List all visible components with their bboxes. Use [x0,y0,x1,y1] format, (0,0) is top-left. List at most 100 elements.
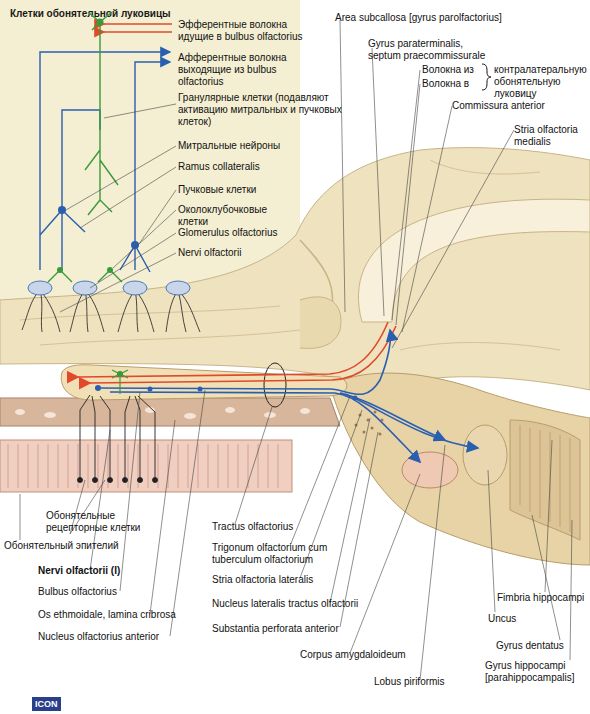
anatomy-label: Волокна из [422,64,482,76]
drawing-part [532,515,560,640]
drawing-part [0,398,340,426]
drawing-part [166,290,200,332]
drawing-part [104,23,172,24]
drawing-part [118,372,123,377]
drawing-part [374,411,377,414]
drawing-part [80,395,155,480]
drawing-part [112,370,128,394]
drawing-part [135,62,170,245]
drawing-part [95,330,391,394]
temporal-lobe [330,373,590,565]
drawing-part [139,190,176,244]
anatomy-label: Эфферентные волокна идущие в bulbus olfa… [178,19,318,43]
drawing-part [0,148,590,396]
drawing-part [372,48,384,316]
drawing-part [340,393,445,440]
drawing-part [58,206,66,214]
ethmoid-bone [0,398,340,492]
drawing-part [402,452,458,488]
drawing-part [15,407,310,419]
drawing-part [396,84,420,325]
anatomy-label: Ramus collateralis [178,161,298,173]
drawing-part [80,167,176,228]
drawing-part [225,407,235,413]
publisher-logo: ICON [32,697,61,711]
drawing-part [90,233,176,288]
anatomy-label: Волокна в [422,78,482,90]
drawing-part [58,206,139,249]
anatomy-label: Stria olfactoria lateralis [212,574,362,586]
olfactory-bulb-tract [61,363,347,407]
drawing-part [430,160,540,174]
drawing-part [570,520,572,660]
drawing-part [28,281,52,295]
anatomy-label: Обонятельные рецепторные клетки [46,510,146,534]
leader-lines [20,20,572,680]
drawing-part [353,396,358,401]
drawing-part [150,420,175,614]
anatomy-label: Пучковые клетки [178,184,298,196]
drawing-part [330,373,590,565]
receptor-cells [78,395,158,483]
drawing-part [57,267,113,273]
anatomy-label: Commissura anterior [452,100,582,112]
drawing-part [363,431,366,434]
drawing-part [95,385,358,401]
drawing-part [300,297,341,349]
anatomy-label: Митральные нейроны [178,140,298,152]
drawing-part [93,478,98,483]
drawing-part [78,478,83,483]
drawing-part [73,281,97,295]
drawing-part [66,146,176,210]
drawing-part [8,444,278,488]
afferent-fibers [95,330,478,462]
drawing-part [70,290,104,332]
drawing-part [184,413,196,419]
drawing-part [545,440,552,592]
drawing-part [123,478,128,483]
drawing-part [350,474,420,653]
drawing-part [264,363,286,407]
drawing-part [166,281,190,295]
anatomy-label: Fimbria hippocampi [497,592,587,604]
drawing-part [371,427,374,430]
drawing-part [402,106,452,332]
anatomy-label: Гранулярные клетки (подавляют активацию … [178,92,343,128]
drawing-part [358,199,590,322]
drawing-part [123,281,147,295]
anatomy-label: Обонятельный эпителий [4,540,154,552]
drawing-part [78,478,158,483]
drawing-part [420,445,445,680]
drawing-part [138,478,143,483]
anatomy-label: Nucleus olfactorius anterior [38,631,208,643]
drawing-part [40,330,300,345]
anatomy-label: Substantia perforata anterior [212,623,387,635]
anatomy-label: Trigonum olfactorium cum tuberculum olfa… [212,542,362,566]
drawing-part [198,387,203,392]
anatomy-label: Околоклубочковые клетки [178,204,298,228]
drawing-part [463,425,507,485]
drawing-part [107,267,113,273]
drawing-part [62,110,100,210]
drawing-part [148,387,153,392]
drawing-part [520,425,570,532]
anatomy-label: Nervi olfactorii [178,247,298,259]
anatomy-label: Афферентные волокна выходящие из bulbus … [178,52,303,88]
drawing-part [22,290,200,332]
anatomy-label: Glomerulus olfactorius [178,227,298,239]
drawing-part [15,409,25,415]
drawing-part [392,130,514,348]
drawing-part [118,290,154,332]
drawing-part [28,281,190,295]
drawing-part [110,392,420,462]
drawing-part [22,290,60,332]
anatomy-label: Gyrus dentatus [496,640,586,652]
anatomy-label: Nucleus lateralis tractus olfactorii [212,598,387,610]
drawing-part [44,412,56,418]
drawing-part [108,478,113,483]
drawing-part [40,210,150,272]
brain-surface [0,148,590,396]
drawing-part [170,390,205,636]
drawing-part [488,470,495,612]
